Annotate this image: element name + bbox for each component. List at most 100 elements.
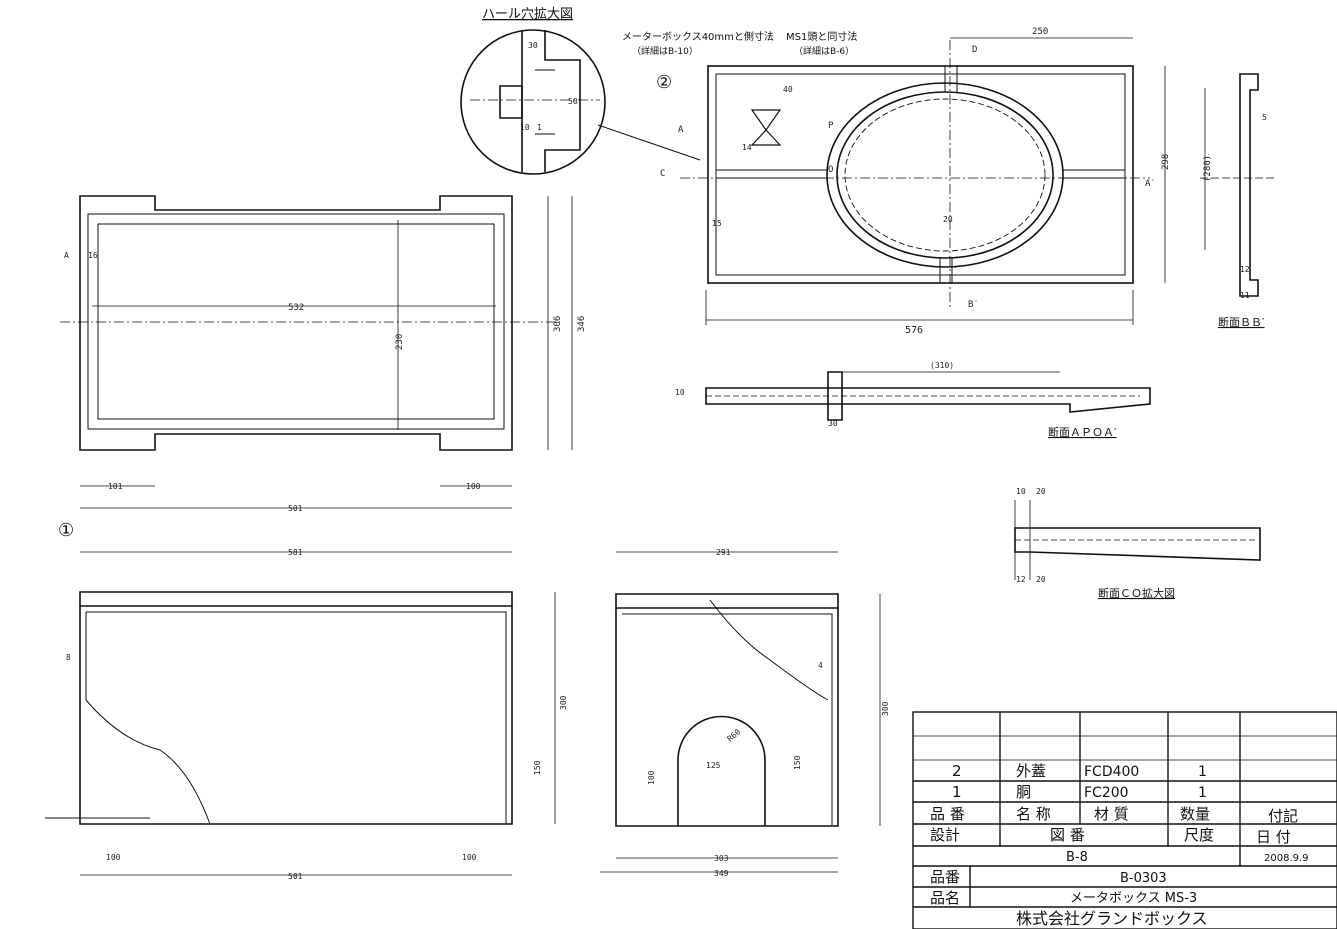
front-8: 8 [66, 653, 71, 662]
header-material: 材 質 [1094, 805, 1129, 823]
dim-12: 12 [1240, 265, 1250, 274]
plan-mark-a: A [64, 251, 69, 260]
body-plan-view [60, 195, 573, 509]
dim-30: 30 [828, 419, 838, 428]
co-12: 12 [1016, 575, 1026, 584]
hd-30: 30 [528, 41, 538, 50]
plan-501: 501 [288, 504, 303, 513]
side-303: 303 [714, 854, 729, 863]
row-1-qty: 1 [1198, 785, 1207, 801]
hole-detail-title: ハール穴拡大図 [482, 7, 573, 22]
dim-40: 40 [783, 85, 793, 94]
product-name: メータボックス MS-3 [1070, 891, 1197, 906]
hd-1: 1 [537, 123, 542, 132]
row-1-name: 胴 [1016, 783, 1031, 801]
plan-306: 306 [553, 316, 563, 332]
row-1-no: 1 [952, 783, 962, 801]
part-no-label: 品番 [930, 868, 960, 886]
design-label: 設計 [930, 826, 960, 844]
dim-280: (280) [1203, 155, 1213, 182]
header-no: 品 番 [930, 805, 965, 823]
drawing-no-label: 図 番 [1050, 826, 1085, 844]
side-125: 125 [706, 761, 721, 770]
side-150: 150 [793, 755, 802, 770]
row-2-name: 外蓋 [1016, 762, 1046, 780]
front-100: 100 [106, 853, 121, 862]
drawing-no: B-8 [1066, 850, 1088, 865]
mark-p: P [828, 121, 834, 131]
mark-o: O [828, 165, 833, 175]
co-10: 10 [1016, 487, 1026, 496]
mark-a: A [678, 125, 684, 135]
header-note: 付記 [1268, 807, 1298, 825]
co-20: 20 [1036, 487, 1046, 496]
note-ms1-ref: （詳細はB-6） [794, 45, 854, 57]
row-1-material: FC200 [1084, 785, 1129, 801]
part-no: B-0303 [1120, 871, 1167, 886]
lid-plan-view [680, 37, 1166, 325]
hd-50: 50 [568, 97, 578, 106]
side-349: 349 [714, 869, 729, 878]
plan-101: 101 [108, 482, 123, 491]
plan-100: 100 [466, 482, 481, 491]
dim-20: 20 [943, 215, 953, 224]
front-300: 300 [559, 695, 568, 710]
dim-11: 11 [1240, 291, 1250, 300]
section-apoa-view [705, 371, 1151, 421]
side-100: 100 [647, 770, 656, 785]
dim-298: 298 [1161, 154, 1171, 170]
mark-b2: B′ [968, 300, 979, 310]
plan-346: 346 [577, 316, 587, 332]
section-bb-label: 断面ＢＢ′ [1218, 315, 1265, 329]
header-name: 名 称 [1016, 805, 1051, 823]
circle-1-label: ① [58, 520, 74, 541]
dim-576: 576 [905, 325, 923, 336]
drawing-labels: ハール穴拡大図 メーターボックス40mmと側寸法 （詳細はB-10） MS1頭と… [58, 7, 1267, 881]
note-ms1: MS1頭と同寸法 [786, 30, 857, 43]
section-apoa-label: 断面ＡＰＯＡ′ [1048, 425, 1117, 439]
title-block: 2 外蓋 FCD400 1 1 胴 FC200 1 品 番 名 称 材 質 数量… [930, 762, 1309, 928]
mark-c: C [660, 169, 665, 179]
company-name: 株式会社グランドボックス [1016, 909, 1208, 928]
dim-250: 250 [1032, 27, 1048, 37]
note-meter-box: メーターボックス40mmと側寸法 [622, 30, 774, 43]
plan-16: 16 [88, 251, 98, 260]
side-elevation-view [600, 551, 881, 873]
dim-10: 10 [675, 388, 685, 397]
plan-532: 532 [288, 303, 304, 313]
dim-5: 5 [1262, 113, 1267, 122]
front-581: 581 [288, 548, 303, 557]
mark-d: D [972, 45, 977, 55]
section-bb-view [1200, 73, 1275, 297]
side-300: 300 [881, 701, 890, 716]
header-qty: 数量 [1180, 805, 1210, 823]
section-co-label: 断面ＣＯ拡大図 [1098, 586, 1175, 600]
note-meter-box-ref: （詳細はB-10） [632, 45, 698, 57]
front-501: 501 [288, 872, 303, 881]
scale-label: 尺度 [1184, 826, 1214, 844]
dim-15: 15 [712, 219, 722, 228]
circle-2-label: ② [656, 72, 672, 93]
date-label: 日 付 [1256, 828, 1291, 846]
hd-10: 10 [520, 123, 530, 132]
row-2-material: FCD400 [1084, 764, 1139, 780]
front-100b: 100 [462, 853, 477, 862]
section-co-view [1014, 500, 1261, 580]
row-2-no: 2 [952, 762, 962, 780]
dim-14: 14 [742, 143, 752, 152]
mark-a2: A′ [1145, 179, 1156, 189]
title-block-grid [912, 711, 1337, 929]
front-150: 150 [533, 760, 542, 775]
dim-310: (310) [930, 361, 954, 370]
side-4: 4 [818, 661, 823, 670]
hole-detail-view [460, 29, 701, 175]
row-2-qty: 1 [1198, 764, 1207, 780]
side-291: 291 [716, 548, 731, 557]
side-r60: R60 [726, 727, 743, 743]
co-20b: 20 [1036, 575, 1046, 584]
drawing-date: 2008.9.9 [1264, 853, 1309, 864]
product-label: 品名 [930, 889, 960, 907]
plan-230: 230 [395, 334, 405, 350]
front-elevation-view [45, 551, 556, 876]
